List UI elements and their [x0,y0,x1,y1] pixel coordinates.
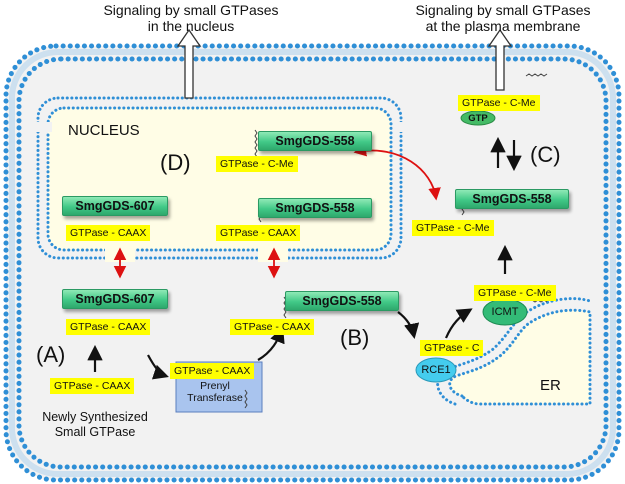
smggds-607-nucleus: SmgGDS-607 [62,196,168,216]
step-c-label: (C) [530,142,561,167]
lipid-membrane [525,73,548,77]
membrane-signaling-line1: Signaling by small GTPases [415,2,591,18]
caption-line2: Small GTPase [54,425,136,439]
gtpase-caax-nucleus: GTPase - CAAX [66,225,151,241]
prenyl-label-line2: Transferase [187,392,243,404]
er-label: ER [540,377,561,394]
smggds-558-nucleus: SmgGDS-558 [258,198,372,218]
arrow-to-rce1 [397,311,420,340]
step-d-label: (D) [160,150,191,175]
lipid-transferase [244,389,248,409]
gtpase-cme-cytosol: GTPase - C-Me [412,220,494,236]
rce1-enzyme [415,357,457,383]
smggds-558-cytosol-b: SmgGDS-558 [285,291,399,311]
nucleus-signaling-line2: in the nucleus [147,18,235,34]
new-gtpase-caption: Newly Synthesized Small GTPase [30,410,160,440]
gtpase-caax-new: GTPase - CAAX [50,378,135,394]
signal-arrow-membrane [487,28,513,91]
prenyl-transferase-label: Prenyl Transferase [180,380,250,404]
nucleus-label: NUCLEUS [68,122,140,139]
rce1-label: RCE1 [421,364,451,376]
lipid-d1 [254,129,258,158]
gtpase-cme-membrane: GTPase - C-Me [458,95,540,111]
arrow-to-transferase [147,354,169,380]
gtp-label: GTP [468,113,488,124]
gtpase-cme-er: GTPase - C-Me [474,285,556,301]
membrane-signaling-label: Signaling by small GTPases at the plasma… [398,2,608,34]
nucleus-signaling-label: Signaling by small GTPases in the nucleu… [96,2,286,34]
gtpase-cme-nucleus: GTPase - C-Me [216,156,298,172]
gtpase-caax-cytosol-607: GTPase - CAAX [66,319,151,335]
prenyl-label-line1: Prenyl [200,380,230,392]
smggds-558-cytosol-c: SmgGDS-558 [455,189,569,209]
gtpase-c-er: GTPase - C [420,340,484,356]
smggds-607-cytosol: SmgGDS-607 [62,289,168,309]
gtpase-caax-transferase: GTPase - CAAX [170,363,255,379]
step-a-label: (A) [36,342,66,367]
signal-arrow-nucleus [176,28,202,99]
step-b-label: (B) [340,325,370,350]
caption-line1: Newly Synthesized [42,410,148,424]
icmt-label: ICMT [491,306,519,318]
nucleus-signaling-line1: Signaling by small GTPases [103,2,279,18]
smggds-558-nucleus-d: SmgGDS-558 [258,131,372,151]
gtpase-caax-nucleus-558: GTPase - CAAX [216,225,301,241]
gtpase-caax-cytosol-558: GTPase - CAAX [230,319,315,335]
membrane-signaling-line2: at the plasma membrane [425,18,581,34]
gtp-badge [460,110,496,126]
arrow-to-icmt [444,308,473,339]
